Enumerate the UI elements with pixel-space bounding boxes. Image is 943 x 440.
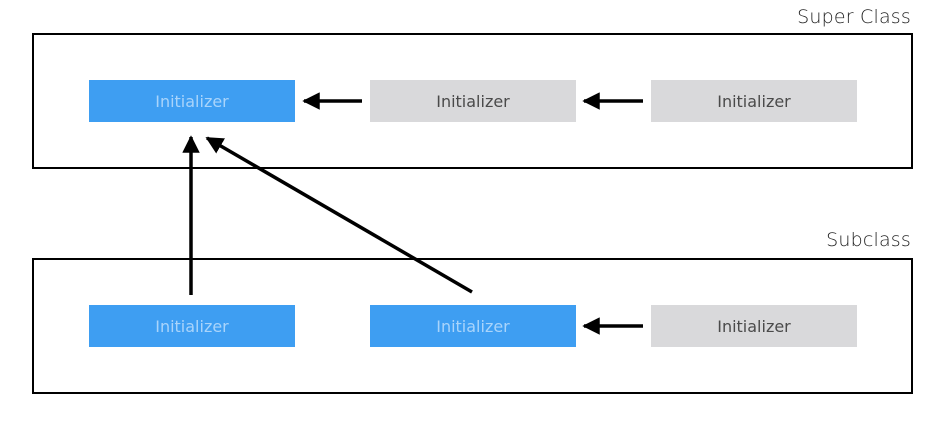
super-class-convenience-initializer-1: Initializer — [370, 80, 576, 122]
subclass-designated-initializer-2: Initializer — [370, 305, 576, 347]
super-class-designated-initializer: Initializer — [89, 80, 295, 122]
super-class-convenience-initializer-2: Initializer — [651, 80, 857, 122]
subclass-convenience-initializer: Initializer — [651, 305, 857, 347]
super-class-title: Super Class — [797, 6, 911, 28]
subclass-title: Subclass — [826, 229, 911, 251]
subclass-designated-initializer-1: Initializer — [89, 305, 295, 347]
